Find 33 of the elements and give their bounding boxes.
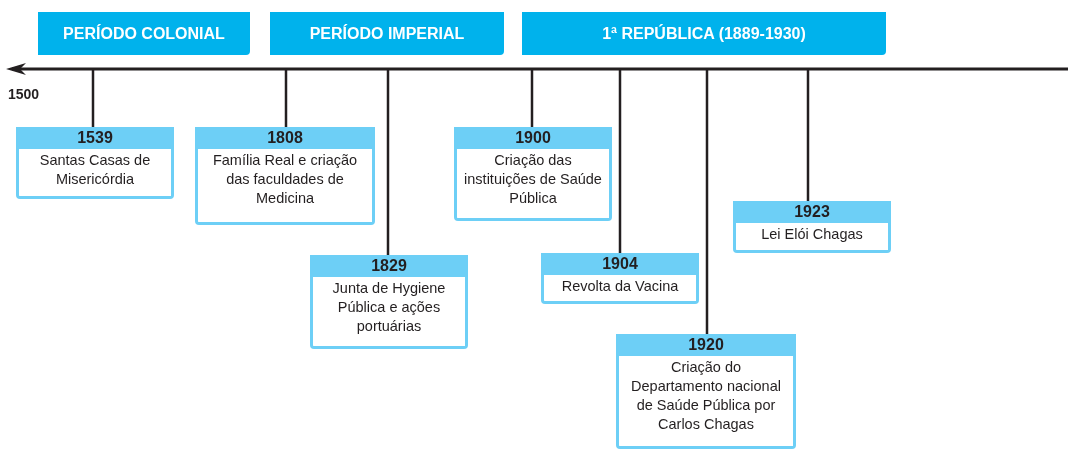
event-card <box>454 127 612 221</box>
period-banner: PERÍODO COLONIAL <box>38 12 250 55</box>
timeline-axis <box>6 63 1068 75</box>
year-heading: 1808 <box>198 127 372 149</box>
event-card <box>195 127 375 225</box>
event-description: Santas Casas de Misericórdia <box>38 151 152 189</box>
event-description: Criação das instituições de Saúde Pública <box>463 151 603 208</box>
connector-line <box>806 70 810 201</box>
event-card <box>616 334 796 449</box>
event-card <box>16 127 174 199</box>
year-heading: 1920 <box>619 334 793 356</box>
connector-line <box>91 70 95 127</box>
event-description: Junta de Hygiene Pública e ações portuárias <box>331 279 447 336</box>
year-heading: 1904 <box>544 253 696 275</box>
period-banner: PERÍODO IMPERIAL <box>270 12 504 55</box>
connector-line <box>705 70 709 334</box>
year-heading: 1923 <box>736 201 888 223</box>
event-description: Família Real e criação das faculdades de Medicina <box>211 151 359 208</box>
event-description: Revolta da Vacina <box>560 277 680 296</box>
year-heading: 1900 <box>457 127 609 149</box>
event-description: Lei Elói Chagas <box>760 225 864 244</box>
connector-line <box>530 70 534 127</box>
event-description: Criação do Departamento nacional de Saúde Pública por Carlos Chagas <box>630 358 782 434</box>
period-banner: 1ª REPÚBLICA (1889-1930) <box>522 12 886 55</box>
year-heading: 1829 <box>313 255 465 277</box>
event-card <box>310 255 468 349</box>
event-card <box>541 253 699 304</box>
year-label: 1500 <box>8 86 40 102</box>
connector-line <box>284 70 288 127</box>
event-card <box>733 201 891 253</box>
connector-line <box>618 70 622 253</box>
year-heading: 1539 <box>19 127 171 149</box>
connector-line <box>386 70 390 255</box>
